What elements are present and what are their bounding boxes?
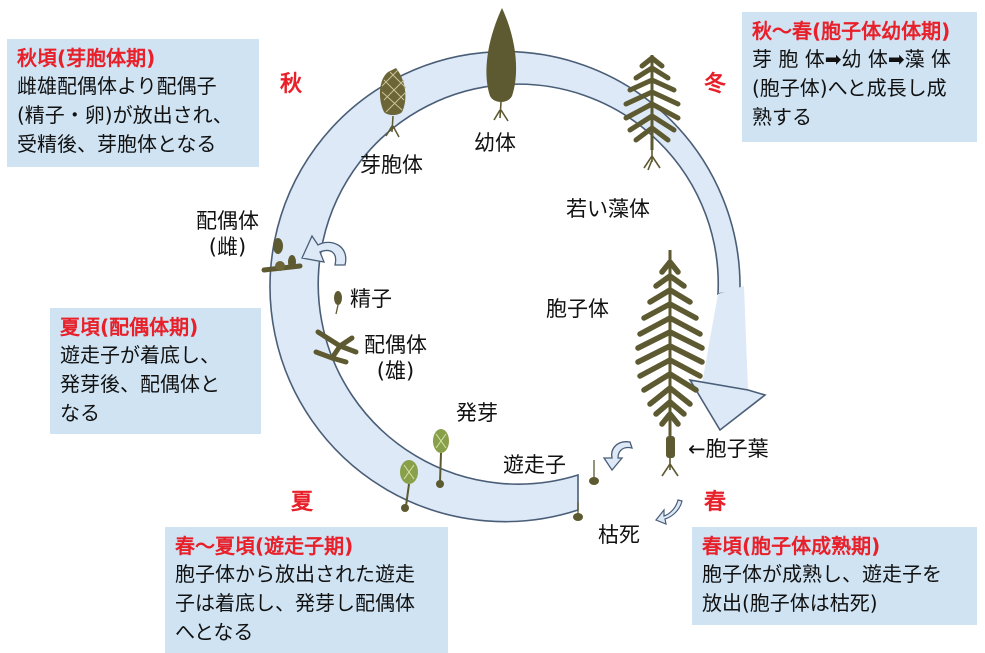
stage-label-juvenile: 幼体 (474, 131, 516, 155)
sporophyte-illustration (635, 250, 705, 477)
info-box-summer-early: 夏頃(配偶体期) 遊走子が着底し、 発芽後、配偶体と なる (50, 308, 261, 434)
info-box-spring-title: 春頃(胞子体成熟期) (702, 534, 881, 558)
stage-label-sporophyte: 胞子体 (546, 297, 609, 321)
info-box-autumn-title: 秋頃(芽胞体期) (17, 46, 156, 70)
stage-label-withered: 枯死 (598, 523, 640, 547)
stage-label-gametophyte-female: 配偶体 (雌) (196, 209, 259, 259)
sperm-illustration (334, 291, 342, 315)
info-box-spring: 春頃(胞子体成熟期) 胞子体が成熟し、遊走子を 放出(胞子体は枯死) (692, 527, 977, 625)
info-box-summer-early-title: 夏頃(配偶体期) (60, 315, 199, 339)
stage-label-sporophyll: ←胞子葉 (688, 437, 769, 461)
season-label-autumn: 秋 (280, 72, 303, 97)
stage-label-germination: 発芽 (456, 401, 498, 425)
info-box-spring-summer-body: 胞子体から放出された遊走 子は着底し、発芽し配偶体 へとなる (175, 562, 415, 644)
info-box-winter-body: 芽 胞 体➡幼 体➡藻 体 (胞子体)へと成長し成 熟する (752, 47, 951, 129)
stage-label-sperm: 精子 (350, 287, 392, 311)
season-label-spring: 春 (704, 490, 727, 515)
season-label-winter: 冬 (704, 72, 727, 97)
male-gametophyte-illustration (313, 329, 359, 365)
stage-label-gametophyte-male: 配偶体 (雄) (364, 333, 427, 383)
sporophyte-bud-illustration (379, 68, 407, 138)
stage-label-zoospore: 遊走子 (503, 453, 566, 477)
info-box-spring-summer-title: 春～夏頃(遊走子期) (175, 534, 354, 558)
info-box-autumn: 秋頃(芽胞体期) 雌雄配偶体より配偶子 (精子・卵)が放出され、 受精後、芽胞体… (7, 39, 259, 167)
zoospore-illustration (573, 460, 599, 521)
germination-illustration (400, 429, 449, 512)
season-label-summer: 夏 (291, 490, 314, 515)
small-arrow-zoospore (602, 441, 633, 472)
info-box-summer-early-body: 遊走子が着底し、 発芽後、配偶体と なる (60, 343, 220, 425)
info-box-winter: 秋～春(胞子体幼体期) 芽 胞 体➡幼 体➡藻 体 (胞子体)へと成長し成 熟す… (742, 12, 977, 142)
small-arrow-withered (655, 499, 683, 525)
info-box-autumn-body: 雌雄配偶体より配偶子 (精子・卵)が放出され、 受精後、芽胞体となる (17, 74, 233, 156)
info-box-spring-body: 胞子体が成熟し、遊走子を 放出(胞子体は枯死) (702, 562, 942, 615)
young-thallus-illustration (623, 55, 681, 171)
female-gametophyte-illustration (261, 238, 303, 273)
stage-label-young-thallus: 若い藻体 (566, 197, 650, 221)
info-box-spring-summer: 春～夏頃(遊走子期) 胞子体から放出された遊走 子は着底し、発芽し配偶体 へとな… (165, 527, 448, 653)
stage-label-sporophyte-bud: 芽胞体 (360, 153, 423, 177)
small-arrow-gametophyte (301, 234, 347, 266)
juvenile-illustration (486, 8, 517, 122)
info-box-winter-title: 秋～春(胞子体幼体期) (752, 19, 951, 43)
